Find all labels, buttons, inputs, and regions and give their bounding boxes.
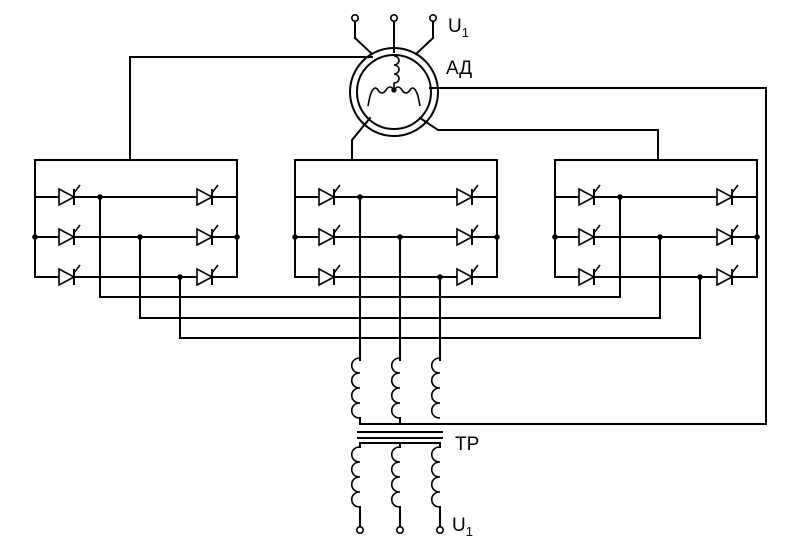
terminal-icon — [355, 525, 364, 534]
winding-coil — [430, 446, 441, 508]
transformer — [350, 357, 443, 508]
converter-blocks — [34, 159, 758, 278]
thyristor-icon — [578, 224, 601, 247]
thyristor-icon — [58, 184, 81, 207]
bottom-supply-terminals — [355, 506, 444, 534]
thyristor-icon — [318, 184, 341, 207]
winding-coil — [430, 357, 441, 419]
thyristor-icon — [456, 264, 479, 287]
thyristor-icon — [716, 224, 739, 247]
phase-interconnects — [97, 194, 703, 361]
thyristor-icon — [196, 184, 219, 207]
winding-coil — [390, 446, 401, 508]
terminal-icon — [395, 525, 404, 534]
thyristor-icon — [196, 224, 219, 247]
rotor-leads — [129, 56, 767, 425]
thyristor-icon — [578, 184, 601, 207]
transformer-label: ТР — [455, 434, 479, 455]
converter-block-right — [554, 159, 758, 278]
thyristor-icon — [318, 264, 341, 287]
motor-label: АД — [446, 58, 472, 79]
thyristor-icon — [196, 264, 219, 287]
converter-block-left — [34, 159, 238, 278]
thyristor-icon — [456, 184, 479, 207]
terminal-icon — [389, 14, 398, 23]
terminal-icon — [435, 525, 444, 534]
converter-block-center — [294, 159, 498, 278]
terminal-icon — [428, 14, 437, 23]
winding-coil — [390, 357, 401, 419]
terminal-icon — [350, 14, 359, 23]
winding-coil — [350, 446, 361, 508]
winding-coil — [350, 357, 361, 419]
thyristor-icon — [58, 264, 81, 287]
block-rails — [32, 196, 760, 240]
thyristor-icon — [58, 224, 81, 247]
thyristor-icon — [456, 224, 479, 247]
thyristor-icon — [578, 264, 601, 287]
transformer-winding-icon — [350, 357, 441, 508]
thyristor-icon — [716, 184, 739, 207]
supply-label-top: U1 — [448, 16, 469, 40]
induction-motor-icon — [349, 47, 439, 137]
supply-label-bottom: U1 — [452, 515, 473, 539]
thyristor-icon — [318, 224, 341, 247]
thyristor-array — [58, 184, 739, 287]
top-supply-terminals — [350, 14, 437, 56]
thyristor-icon — [716, 264, 739, 287]
